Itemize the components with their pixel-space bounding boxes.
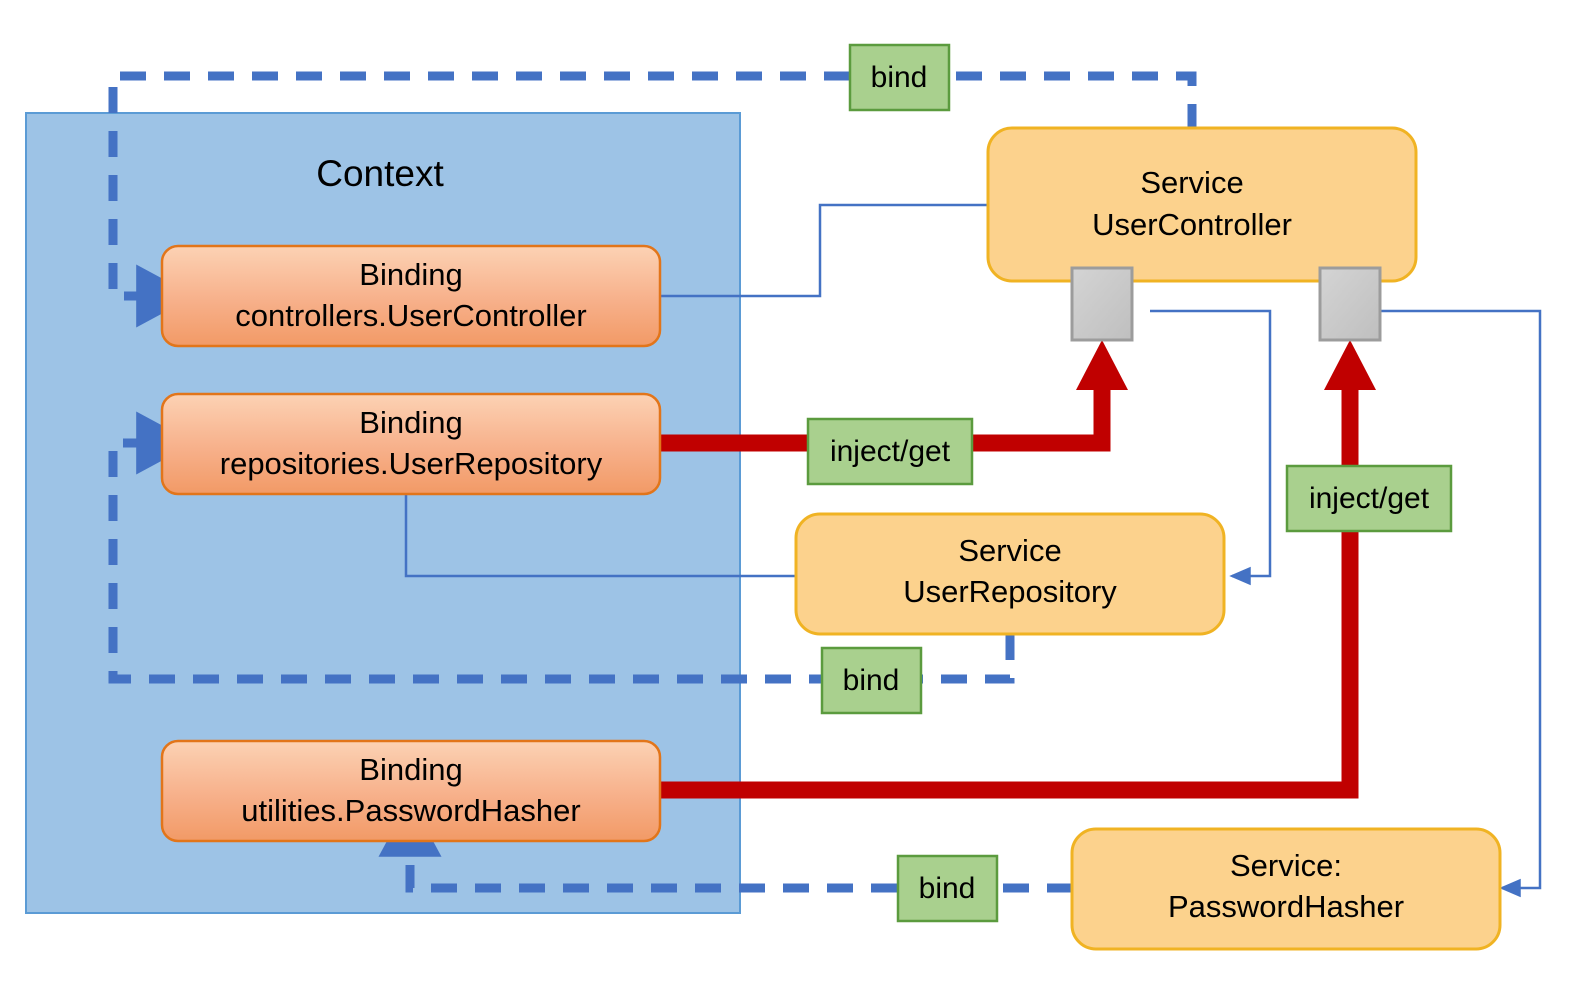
service-user-repository-line2: UserRepository	[903, 574, 1117, 609]
binding-user-repository-box[interactable]	[160, 392, 662, 496]
label-bind-top-box	[848, 43, 951, 112]
bind-edge-bottom	[378, 798, 1073, 893]
binding-user-repository[interactable]: Binding repositories.UserRepository	[160, 392, 662, 496]
label-inject-get-left: inject/get	[806, 417, 974, 486]
label-bind-top: bind	[848, 43, 951, 112]
service-user-repository[interactable]: Service UserRepository	[794, 512, 1226, 636]
binding-password-hasher-line2: utilities.PasswordHasher	[241, 793, 580, 828]
label-bind-middle: bind	[820, 646, 923, 715]
binding-user-repository-line1: Binding	[359, 405, 462, 440]
inject-arrowhead-user-repository	[1076, 340, 1128, 390]
service-user-controller-box[interactable]	[986, 126, 1418, 283]
service-user-controller-line2: UserController	[1092, 207, 1292, 242]
service-user-controller[interactable]: Service UserController	[986, 126, 1418, 283]
service-user-controller-line1: Service	[1140, 165, 1243, 200]
service-password-hasher-box[interactable]	[1070, 827, 1502, 951]
label-bind-top-text: bind	[871, 61, 928, 94]
connector-binding-to-service-user-repository	[404, 492, 798, 578]
injection-slot-icon-1[interactable]	[1070, 266, 1134, 342]
service-user-repository-line1: Service	[958, 533, 1061, 568]
binding-password-hasher-box[interactable]	[160, 739, 662, 843]
bind-edge-middle	[108, 411, 1015, 684]
label-bind-middle-box	[820, 646, 923, 715]
service-password-hasher-line1: Service:	[1230, 848, 1342, 883]
service-password-hasher-line2: PasswordHasher	[1168, 889, 1404, 924]
label-inject-get-right-text: inject/get	[1309, 482, 1430, 515]
binding-user-controller-line1: Binding	[359, 257, 462, 292]
binding-user-controller[interactable]: Binding controllers.UserController	[160, 244, 662, 348]
label-bind-bottom-box	[896, 854, 999, 923]
binding-password-hasher[interactable]: Binding utilities.PasswordHasher	[160, 739, 662, 843]
service-password-hasher[interactable]: Service: PasswordHasher	[1070, 827, 1502, 951]
context-title: Context	[316, 153, 444, 194]
bind-edge-top	[108, 71, 1197, 328]
label-inject-get-left-box	[806, 417, 974, 486]
binding-user-controller-line2: controllers.UserController	[235, 298, 586, 333]
label-inject-get-right: inject/get	[1285, 464, 1453, 533]
binding-user-controller-box[interactable]	[160, 244, 662, 348]
connector-controller-slot2-to-password-hasher	[1376, 309, 1542, 898]
label-bind-bottom: bind	[896, 854, 999, 923]
binding-password-hasher-line1: Binding	[359, 752, 462, 787]
binding-user-repository-line2: repositories.UserRepository	[220, 446, 603, 481]
injection-slot-icon-2[interactable]	[1318, 266, 1382, 342]
label-bind-bottom-text: bind	[919, 872, 976, 905]
inject-arrowhead-password-hasher	[1324, 340, 1376, 390]
label-inject-get-right-box	[1285, 464, 1453, 533]
connector-controller-slot1-to-repository	[1150, 309, 1272, 586]
label-inject-get-left-text: inject/get	[830, 435, 951, 468]
label-bind-middle-text: bind	[843, 664, 900, 697]
service-user-repository-box[interactable]	[794, 512, 1226, 636]
connector-binding-to-service-user-controller	[660, 203, 990, 298]
